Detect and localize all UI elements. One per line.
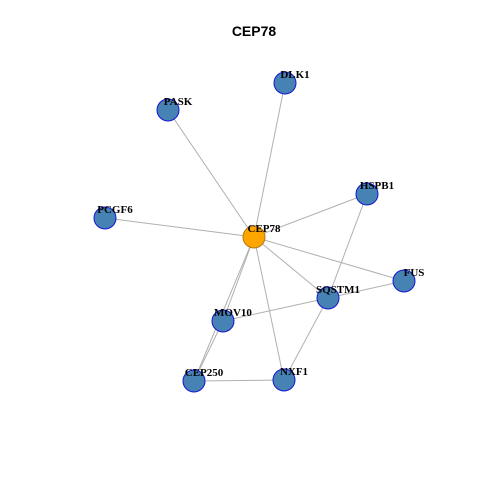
node-pcgf6: PCGF6 bbox=[93, 204, 133, 230]
node-cep78: CEP78 bbox=[242, 223, 282, 249]
node-label: CEP78 bbox=[248, 223, 282, 235]
node-circle bbox=[93, 206, 117, 230]
node-label: HSPB1 bbox=[360, 180, 394, 192]
edge-cep78-nxf1 bbox=[253, 236, 285, 381]
node-circle bbox=[272, 368, 296, 392]
node-label: FUS bbox=[404, 267, 425, 279]
node-label: PASK bbox=[164, 96, 193, 108]
edge-cep78-cep250 bbox=[193, 236, 255, 382]
node-sqstm1: SQSTM1 bbox=[316, 284, 360, 310]
node-circle bbox=[392, 269, 416, 293]
edge-cep78-dlk1 bbox=[253, 82, 286, 238]
node-circle bbox=[316, 286, 340, 310]
node-label: SQSTM1 bbox=[316, 284, 360, 296]
node-cep250: CEP250 bbox=[182, 367, 224, 393]
node-label: NXF1 bbox=[280, 366, 308, 378]
node-circle bbox=[182, 369, 206, 393]
node-circle bbox=[273, 71, 297, 95]
edge-cep78-mov10 bbox=[222, 236, 255, 322]
edge-cep78-sqstm1 bbox=[253, 236, 329, 299]
edge-hspb1-sqstm1 bbox=[327, 193, 368, 299]
edge-sqstm1-mov10 bbox=[222, 297, 329, 322]
node-pask: PASK bbox=[156, 96, 193, 122]
node-dlk1: DLK1 bbox=[273, 69, 310, 95]
edge-sqstm1-fus bbox=[327, 280, 405, 299]
edge-cep78-pcgf6 bbox=[104, 217, 255, 238]
node-nxf1: NXF1 bbox=[272, 366, 308, 392]
node-mov10: MOV10 bbox=[211, 307, 252, 333]
node-label: DLK1 bbox=[280, 69, 309, 81]
edge-cep78-fus bbox=[253, 236, 405, 282]
diagram-title: CEP78 bbox=[232, 23, 277, 39]
node-label: MOV10 bbox=[214, 307, 252, 319]
node-label: PCGF6 bbox=[97, 204, 133, 216]
node-fus: FUS bbox=[392, 267, 425, 293]
node-circle bbox=[242, 225, 266, 249]
node-label: CEP250 bbox=[185, 367, 224, 379]
edge-cep78-pask bbox=[167, 109, 255, 238]
edge-sqstm1-nxf1 bbox=[283, 297, 329, 381]
edge-cep250-nxf1 bbox=[193, 379, 285, 382]
node-hspb1: HSPB1 bbox=[355, 180, 394, 206]
edge-cep78-hspb1 bbox=[253, 193, 368, 238]
node-circle bbox=[156, 98, 180, 122]
node-circle bbox=[355, 182, 379, 206]
node-circle bbox=[211, 309, 235, 333]
